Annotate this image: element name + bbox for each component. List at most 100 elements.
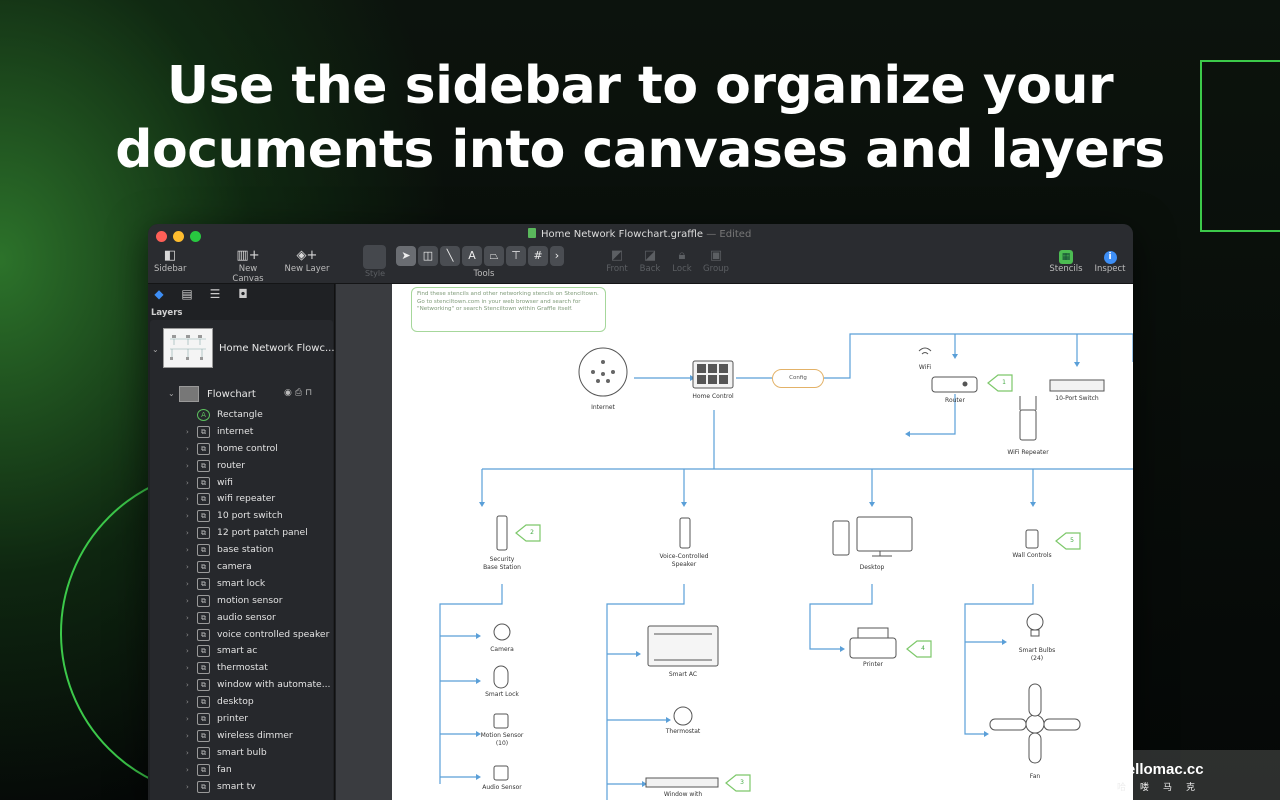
layer-item[interactable]: ›⧉smart lock (150, 577, 333, 594)
layer-item[interactable]: ›⧉internet (150, 425, 333, 442)
new-canvas-button[interactable]: ▥+New Canvas (222, 248, 274, 284)
layer-item[interactable]: ›⧉printer (150, 712, 333, 729)
item-disclosure-icon[interactable]: › (186, 444, 189, 453)
item-disclosure-icon[interactable]: › (186, 647, 189, 656)
back-icon: ◪ (643, 248, 657, 263)
canvas-name[interactable]: Home Network Flowc... (219, 343, 335, 354)
layer-item[interactable]: ›⧉audio sensor (150, 611, 333, 628)
layer-item[interactable]: ›⧉10 port switch (150, 509, 333, 526)
style-well[interactable] (363, 245, 386, 269)
shape-tool-icon[interactable]: ◫ (418, 246, 438, 266)
item-disclosure-icon[interactable]: › (186, 546, 189, 555)
item-disclosure-icon[interactable]: › (186, 765, 189, 774)
stencils-button[interactable]: ▦Stencils (1046, 248, 1086, 274)
outline-tab-icon[interactable]: ▤ (181, 287, 193, 301)
bring-to-front-button[interactable]: ◩Front (603, 248, 631, 274)
layer-item[interactable]: ›⧉wifi (150, 476, 333, 493)
item-disclosure-icon[interactable]: › (186, 563, 189, 572)
thermostat-icon (673, 706, 693, 726)
item-disclosure-icon[interactable]: › (186, 529, 189, 538)
layer-item[interactable]: ›⧉wireless dimmer (150, 729, 333, 746)
send-to-back-button[interactable]: ◪Back (636, 248, 664, 274)
item-disclosure-icon[interactable]: › (186, 681, 189, 690)
more-tools-icon[interactable]: › (550, 246, 564, 266)
minimize-window-button[interactable] (173, 231, 184, 242)
config-node[interactable]: Config (772, 369, 824, 388)
visibility-icon[interactable]: ◉ (284, 388, 295, 398)
layer-item[interactable]: ›⧉fan (150, 763, 333, 780)
layer-item-label: motion sensor (217, 594, 283, 606)
unlock-icon[interactable]: ⊓ (305, 388, 316, 398)
layer-disclosure-icon[interactable]: ⌄ (168, 389, 175, 398)
speaker-label: Speaker (671, 561, 697, 568)
sidebar-toggle-button[interactable]: ◧Sidebar (154, 248, 186, 274)
new-canvas-label: New Canvas (232, 264, 264, 284)
layer-name[interactable]: Flowchart (207, 389, 256, 400)
grid-tool-icon[interactable]: # (528, 246, 548, 266)
item-disclosure-icon[interactable]: › (186, 461, 189, 470)
canvas-thumbnail[interactable] (163, 328, 213, 368)
group-icon: ⧉ (197, 442, 210, 455)
canvas-disclosure-icon[interactable]: ⌄ (152, 345, 159, 354)
layer-item[interactable]: ›⧉router (150, 459, 333, 476)
layer-item[interactable]: ›⧉smart tv (150, 780, 333, 797)
badge-1: 1 (1002, 379, 1006, 386)
lock-button[interactable]: 🔒︎Lock (668, 248, 696, 274)
diagram-canvas[interactable]: Find these stencils and other networking… (392, 284, 1133, 800)
repeater-label: WiFi Repeater (1007, 449, 1049, 456)
new-layer-button[interactable]: ◈+New Layer (284, 248, 330, 274)
inspect-icon: i (1092, 248, 1128, 264)
item-disclosure-icon[interactable]: › (186, 512, 189, 521)
layer-item[interactable]: ›⧉window with automate... (150, 678, 333, 695)
item-disclosure-icon[interactable]: › (186, 579, 189, 588)
pen-tool-icon[interactable]: ⏢ (484, 246, 504, 266)
layer-item-label: fan (217, 763, 232, 775)
layer-item[interactable]: ›⧉camera (150, 560, 333, 577)
layer-item[interactable]: ›⧉desktop (150, 695, 333, 712)
layer-item[interactable]: ›⧉thermostat (150, 661, 333, 678)
thumbnail-diagram (170, 335, 206, 360)
hierarchy-tab-icon[interactable]: ☰ (209, 287, 221, 301)
group-button[interactable]: ▣Group (700, 248, 732, 274)
layer-item[interactable]: ›⧉smart ac (150, 644, 333, 661)
group-icon: ⧉ (197, 713, 210, 726)
item-disclosure-icon[interactable]: › (186, 613, 189, 622)
print-icon[interactable]: ⎙ (294, 388, 306, 398)
item-disclosure-icon[interactable]: › (186, 748, 189, 757)
item-disclosure-icon[interactable]: › (186, 715, 189, 724)
layer-item[interactable]: ›⧉smart bulb (150, 746, 333, 763)
item-disclosure-icon[interactable]: › (186, 664, 189, 673)
layer-item[interactable]: ›⧉base station (150, 543, 333, 560)
layer-item-label: 10 port switch (217, 510, 283, 522)
item-disclosure-icon[interactable]: › (186, 698, 189, 707)
diagram-tool-icon[interactable]: ⊤ (506, 246, 526, 266)
window-icon (645, 777, 719, 788)
layer-item[interactable]: ›⧉voice controlled speaker (150, 628, 333, 645)
text-tool-icon[interactable]: A (462, 246, 482, 266)
item-disclosure-icon[interactable]: › (186, 630, 189, 639)
item-disclosure-icon[interactable]: › (186, 731, 189, 740)
layers-tab-icon[interactable]: ◆ (154, 287, 164, 301)
app-window: Home Network Flowchart.graffle — Edited … (148, 224, 1133, 800)
close-window-button[interactable] (156, 231, 167, 242)
zoom-window-button[interactable] (190, 231, 201, 242)
layer-item-label: wifi repeater (217, 493, 276, 505)
canvas-tab-icon[interactable]: ◘ (238, 287, 248, 301)
layer-item[interactable]: ›⧉12 port patch panel (150, 526, 333, 543)
line-tool-icon[interactable]: ╲ (440, 246, 460, 266)
item-disclosure-icon[interactable]: › (186, 782, 189, 791)
item-disclosure-icon[interactable]: › (186, 596, 189, 605)
document-icon (528, 228, 536, 238)
layer-item[interactable]: ›⧉wifi repeater (150, 492, 333, 509)
item-disclosure-icon[interactable]: › (186, 495, 189, 504)
layer-item[interactable]: ›⧉home control (150, 442, 333, 459)
layer-thumbnail[interactable] (179, 386, 199, 402)
camera-icon (493, 623, 511, 641)
item-disclosure-icon[interactable]: › (186, 427, 189, 436)
layer-item[interactable]: ›⧉motion sensor (150, 594, 333, 611)
item-disclosure-icon[interactable]: › (186, 478, 189, 487)
monitor-icon (856, 516, 913, 552)
selection-tool-icon[interactable]: ➤ (396, 246, 416, 266)
